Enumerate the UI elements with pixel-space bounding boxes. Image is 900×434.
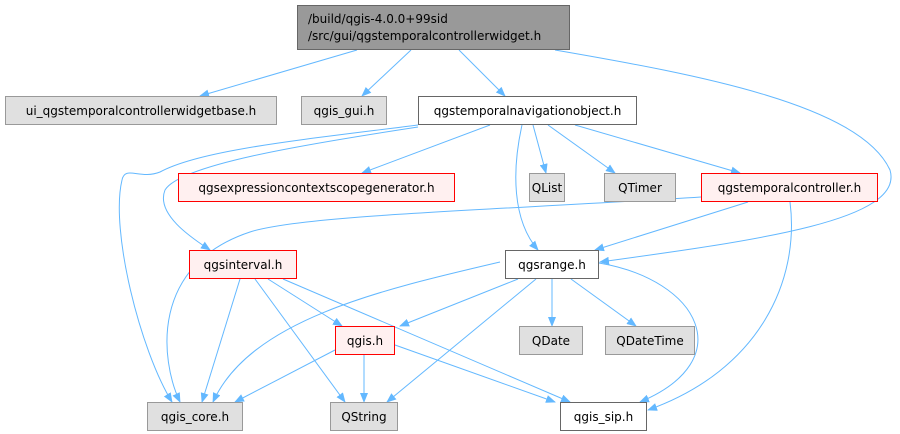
edge-root-qgis-gui (361, 49, 412, 97)
edge-range-qdatetime (570, 278, 637, 327)
edge-range-qstring (386, 278, 537, 403)
node-label: qgis.h (346, 333, 384, 348)
node-label: qgis_sip.h (573, 409, 634, 424)
node-core[interactable]: qgis_core.h (147, 402, 243, 431)
node-qdate[interactable]: QDate (519, 326, 583, 355)
node-root-file[interactable]: /build/qgis-4.0.0+99sid /src/gui/qgstemp… (297, 5, 570, 50)
edge-interval-sip (282, 278, 571, 403)
node-qstring[interactable]: QString (330, 402, 398, 431)
node-label: qgstemporalnavigationobject.h (433, 103, 622, 118)
edge-navobj-qtimer (547, 124, 616, 174)
root-path-line2: /src/gui/qgstemporalcontrollerwidget.h (308, 28, 542, 43)
node-qlist[interactable]: QList (529, 173, 565, 202)
node-label: qgis_gui.h (313, 103, 375, 118)
edge-range-core (212, 261, 501, 403)
edge-root-navobj (458, 49, 506, 97)
edge-qgis-sip (394, 344, 556, 403)
edge-tc-sip (647, 201, 792, 411)
node-ui[interactable]: ui_qgstemporalcontrollerwidgetbase.h (5, 96, 277, 125)
node-label: QString (341, 409, 387, 424)
edge-navobj-range (515, 124, 539, 251)
edge-root-range (554, 49, 892, 265)
node-label: qgis_core.h (160, 409, 230, 424)
node-qgis-gui[interactable]: qgis_gui.h (301, 96, 387, 125)
edge-interval-qstring (254, 278, 346, 403)
node-label: qgstemporalcontroller.h (717, 180, 862, 195)
node-range[interactable]: qgsrange.h (505, 250, 599, 279)
edge-navobj-qlist (532, 124, 548, 174)
edge-interval-core (200, 278, 241, 403)
edge-tc-range (594, 201, 749, 252)
node-label: qgsexpressioncontextscopegenerator.h (198, 180, 435, 195)
edge-tc-core (166, 196, 702, 403)
node-expr[interactable]: qgsexpressioncontextscopegenerator.h (178, 173, 455, 202)
node-label: qgsrange.h (518, 257, 586, 272)
node-qdatetime[interactable]: QDateTime (605, 326, 695, 355)
node-tc[interactable]: qgstemporalcontroller.h (701, 173, 878, 202)
node-navobj[interactable]: qgstemporalnavigationobject.h (418, 96, 637, 125)
node-label: QDate (531, 333, 571, 348)
node-label: ui_qgstemporalcontrollerwidgetbase.h (25, 103, 257, 118)
node-label: QTimer (618, 180, 662, 195)
edge-navobj-core (118, 124, 419, 403)
edge-range-qgis (399, 278, 519, 327)
node-qgis[interactable]: qgis.h (335, 326, 395, 355)
node-label: QDateTime (616, 333, 684, 348)
edge-navobj-tc (574, 124, 741, 175)
node-label: qgsinterval.h (203, 257, 283, 272)
node-interval[interactable]: qgsinterval.h (189, 250, 297, 279)
node-label: QList (531, 180, 563, 195)
node-sip[interactable]: qgis_sip.h (560, 402, 647, 431)
root-path-line1: /build/qgis-4.0.0+99sid (308, 11, 448, 26)
edge-interval-qgis (267, 278, 343, 327)
edge-navobj-expr (361, 124, 491, 174)
edge-root-ui (199, 49, 358, 98)
edge-qgis-core (234, 349, 336, 403)
node-qtimer[interactable]: QTimer (604, 173, 676, 202)
edge-range-sip (598, 262, 699, 403)
